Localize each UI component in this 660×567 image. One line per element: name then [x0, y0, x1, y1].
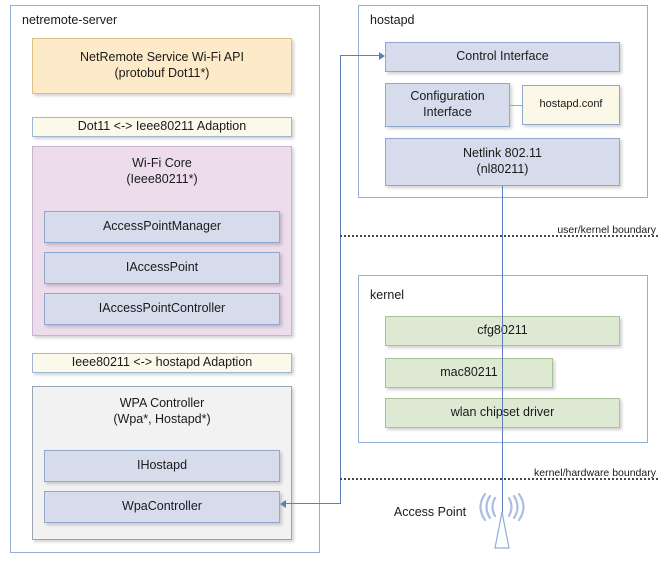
iaccesspoint-label: IAccessPoint — [125, 260, 199, 275]
block-iaccesspoint: IAccessPoint — [44, 252, 280, 284]
access-point-manager-label: AccessPointManager — [102, 219, 222, 234]
user-kernel-label-line2: boundary — [612, 224, 656, 236]
antenna-icon — [466, 486, 538, 558]
netlink-label-line1: Netlink 802.11 — [463, 146, 542, 161]
block-control-interface: Control Interface — [385, 42, 620, 72]
control-interface-label: Control Interface — [456, 49, 549, 64]
block-ieee80211-hostapd-adaption: Ieee80211 <-> hostapd Adaption — [32, 353, 292, 373]
wifi-core-label-line2: (Ieee80211*) — [126, 171, 198, 186]
access-point-label-line2: Point — [437, 505, 467, 519]
block-ihostapd: IHostapd — [44, 450, 280, 482]
wpa-controller-label-line1: WPA Controller — [119, 396, 205, 410]
hostapd-adaption-label: Ieee80211 <-> hostapd Adaption — [71, 355, 253, 370]
boundary-kernel-hardware-line — [340, 478, 658, 480]
block-wpacontroller: WpaController — [44, 491, 280, 523]
arrow-head-control-interface — [379, 52, 385, 60]
block-access-point-manager: AccessPointManager — [44, 211, 280, 243]
block-netlink-80211: Netlink 802.11 (nl80211) — [385, 138, 620, 186]
ihostapd-label: IHostapd — [136, 458, 188, 473]
kernel-hardware-label-line2: boundary — [612, 467, 656, 479]
connector-config-to-conf — [510, 105, 522, 106]
arrow-head-wpacontroller — [280, 500, 286, 508]
dot11-adaption-label: Dot11 <-> Ieee80211 Adaption — [77, 119, 247, 134]
access-point-label-line1: Access — [393, 505, 435, 519]
connector-netremote-hostapd-vertical — [340, 55, 341, 504]
netlink-label-line2: (nl80211) — [476, 162, 529, 176]
block-hostapd-conf: hostapd.conf — [522, 85, 620, 125]
kernel-hardware-label-line1: kernel/hardware — [533, 467, 610, 479]
panel-title-kernel: kernel — [370, 288, 405, 302]
connector-to-wpacontroller-horizontal — [286, 503, 340, 504]
wpa-controller-label-line2: (Wpa*, Hostapd*) — [113, 411, 211, 426]
mac80211-label: mac80211 — [440, 365, 498, 380]
boundary-kernel-hardware-label: kernel/hardware boundary — [478, 467, 656, 480]
panel-title-netremote-server: netremote-server — [22, 13, 118, 27]
api-label-line2: (protobuf Dot11*) — [114, 66, 210, 80]
panel-title-hostapd: hostapd — [370, 13, 415, 27]
block-mac80211: mac80211 — [385, 358, 553, 388]
boundary-user-kernel-label: user/kernel boundary — [488, 224, 656, 237]
api-label-line1: NetRemote Service Wi-Fi API — [80, 50, 244, 65]
iaccesspointcontroller-label: IAccessPointController — [98, 301, 226, 316]
access-point-label: Access Point — [390, 504, 470, 520]
connector-netlink-to-antenna — [502, 186, 503, 516]
wifi-core-label-line1: Wi-Fi Core — [132, 156, 192, 170]
connector-to-control-interface-horizontal — [340, 55, 379, 56]
block-configuration-interface: Configuration Interface — [385, 83, 510, 127]
user-kernel-label-line1: user/kernel — [557, 224, 610, 236]
configuration-interface-label-line2: Interface — [423, 105, 472, 119]
block-iaccesspointcontroller: IAccessPointController — [44, 293, 280, 325]
configuration-interface-label-line1: Configuration — [410, 89, 485, 104]
block-dot11-ieee80211-adaption: Dot11 <-> Ieee80211 Adaption — [32, 117, 292, 137]
block-netremote-service-api: NetRemote Service Wi-Fi API (protobuf Do… — [32, 38, 292, 94]
wpacontroller-label: WpaController — [122, 499, 202, 514]
boundary-user-kernel-line — [340, 235, 658, 237]
hostapd-conf-label: hostapd.conf — [539, 98, 603, 111]
